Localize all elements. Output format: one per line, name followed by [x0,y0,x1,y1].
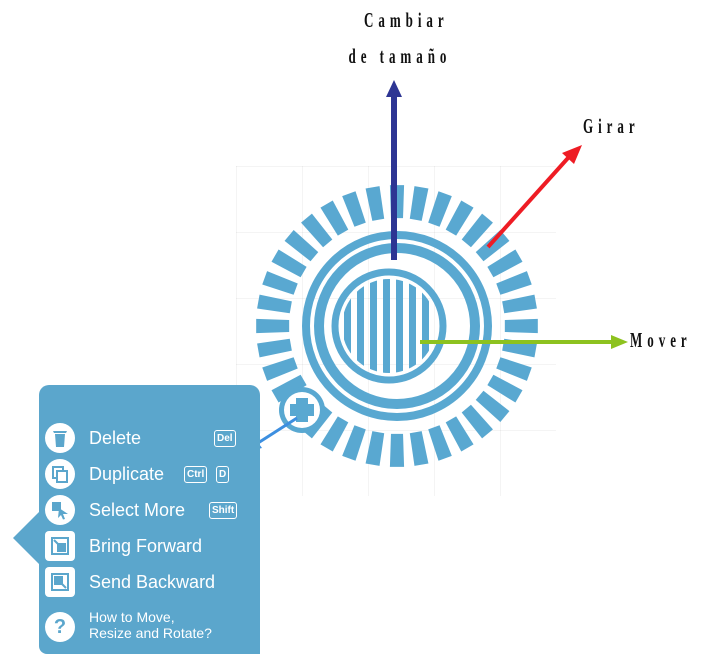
resize-label-line2: de tamaño [348,44,452,68]
stripe [422,279,429,373]
help-icon: ? [45,612,75,642]
rotation-segment [262,357,298,381]
help-label-line2: Resize and Rotate? [89,625,212,641]
rotation-segment [320,416,349,452]
rotation-segment [271,374,307,403]
menu-item-bring-forward[interactable]: Bring Forward [39,529,259,563]
resize-arrow [386,80,402,260]
stripe [409,279,416,373]
select-more-icon [45,495,75,525]
move-arrow [420,335,628,349]
shortcut-badge: D [216,465,230,483]
duplicate-icon [45,459,75,489]
object-outline [331,268,447,384]
rotation-segment [257,338,292,358]
rotation-segment [502,294,537,314]
rotation-segment [475,230,510,262]
rotation-segment [496,357,532,381]
help-label-line1: How to Move, [89,609,175,625]
rotation-segment [256,318,290,334]
rotation-segment [409,186,429,221]
menu-item-help[interactable]: ? How to Move, Resize and Rotate? [39,606,259,646]
rotation-segment [445,416,474,452]
rotation-segment [461,404,493,439]
rotation-segment [428,425,452,461]
menu-item-label: Bring Forward [89,535,203,556]
stripe [357,279,364,373]
trash-icon [45,423,75,453]
menu-item-label: Duplicate [89,463,165,484]
stripe [370,279,377,373]
move-handle-stripes[interactable] [344,270,429,382]
rotation-segment [257,294,292,314]
menu-item-label: Delete [89,427,142,448]
menu-item-delete[interactable]: Delete Del [39,421,259,455]
menu-item-label: Send Backward [89,571,216,592]
bring-forward-icon [45,531,75,561]
rotation-segment [475,390,510,422]
rotate-arrow [486,145,582,249]
move-label: Mover [630,328,692,352]
rotation-segment [271,249,307,278]
rotation-segment [428,191,452,227]
menu-item-send-backward[interactable]: Send Backward [39,565,259,599]
rotation-segment [487,249,523,278]
rotation-segment [262,271,298,295]
resize-label-line1: Cambiar [364,8,449,32]
shortcut-badge: Del [214,429,236,447]
rotation-segment [504,318,538,334]
rotation-segment [365,186,385,221]
rotation-segment [445,200,474,236]
stripe [396,279,403,373]
shortcut-badge: Ctrl [184,465,208,483]
rotation-segment [461,213,493,248]
rotation-segment [409,431,429,466]
context-menu: Delete Del Duplicate Ctrl D Select More … [13,385,260,654]
rotation-segment [342,191,366,227]
rotation-segment [487,374,523,403]
send-backward-icon [45,567,75,597]
shortcut-badge: Shift [209,501,238,519]
menu-item-label: Select More [89,499,186,520]
menu-item-select-more[interactable]: Select More Shift [39,493,259,527]
rotate-label: Girar [583,114,640,138]
rotation-segment [365,431,385,466]
rotation-segment [496,271,532,295]
stripe [344,279,351,373]
menu-item-duplicate[interactable]: Duplicate Ctrl D [39,457,259,491]
rotation-segment [301,213,333,248]
rotation-segment [320,200,349,236]
rotation-segment [389,433,405,467]
rotation-segment [284,230,319,262]
stripe [383,279,390,373]
rotation-segment [342,425,366,461]
